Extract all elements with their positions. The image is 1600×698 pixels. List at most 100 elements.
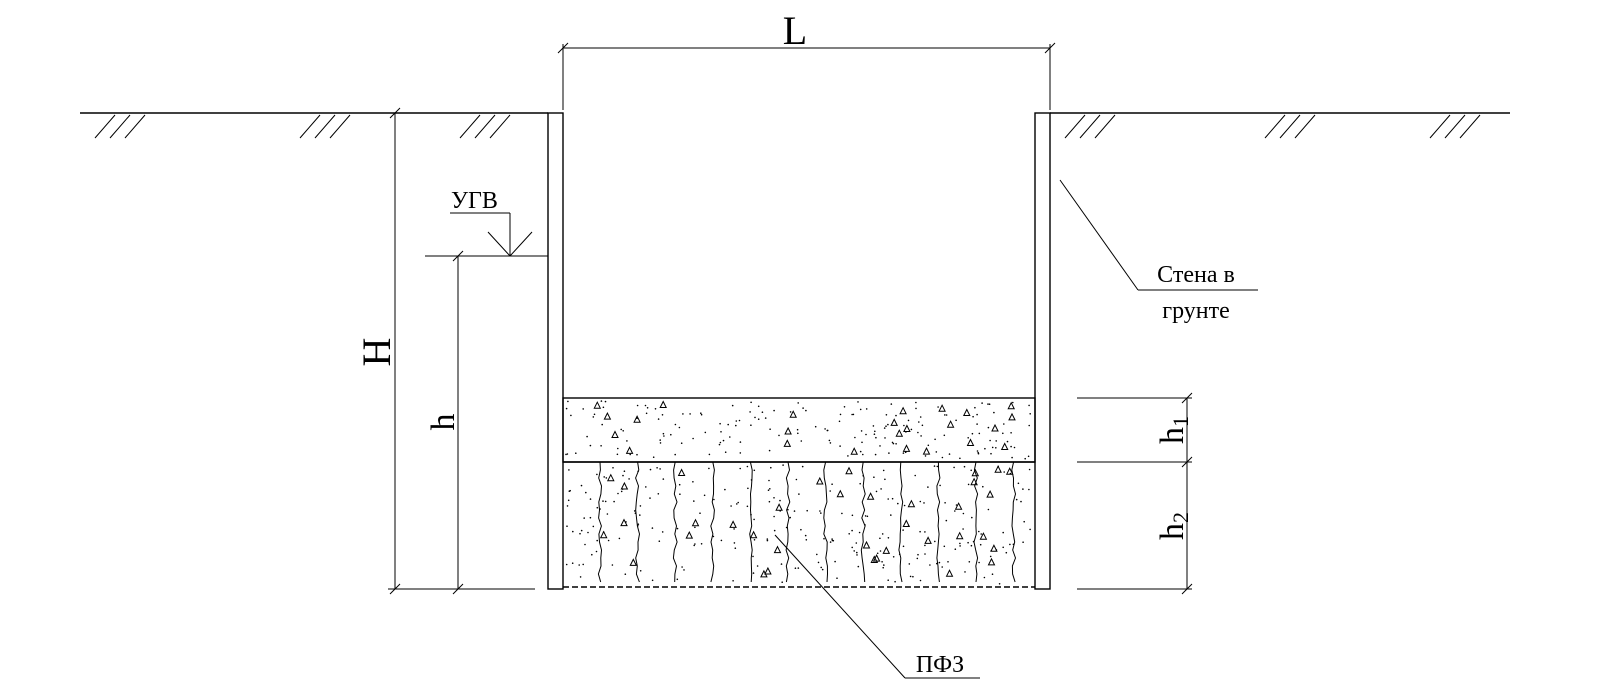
aggregate-triangle	[979, 532, 988, 540]
aggregate-triangle	[784, 426, 792, 435]
stipple-dot	[769, 428, 771, 431]
stipple-dot	[636, 404, 639, 407]
aggregate-triangle	[987, 557, 996, 566]
stipple-dot	[855, 542, 858, 544]
stipple-dot	[674, 423, 677, 426]
stipple-dot	[778, 434, 780, 437]
stipple-dot	[601, 423, 603, 426]
stipple-dot	[936, 465, 939, 468]
stipple-dot	[829, 490, 831, 492]
stipple-dot	[892, 442, 895, 445]
stipple-dot	[939, 484, 941, 487]
stipple-dot	[876, 552, 879, 555]
stipple-dot	[718, 443, 721, 446]
stipple-dot	[800, 440, 803, 442]
stipple-dot	[862, 453, 864, 456]
stipple-dot	[600, 445, 602, 447]
stipple-dot	[782, 464, 784, 466]
stipple-dot	[887, 498, 889, 500]
stipple-dot	[699, 512, 701, 514]
stipple-dot	[779, 499, 781, 502]
stipple-dot	[933, 465, 936, 467]
stipple-dot	[873, 476, 875, 479]
stipple-dot	[934, 540, 936, 543]
aggregate-triangle	[1005, 467, 1014, 475]
stipple-dot	[768, 449, 771, 452]
dimension-h1-h2: h1 h2	[1077, 392, 1193, 595]
stipple-dot	[831, 538, 833, 540]
stipple-dot	[875, 436, 877, 439]
stipple-dot	[732, 580, 734, 582]
stipple-dot	[797, 432, 799, 435]
stipple-dot	[821, 568, 824, 571]
stipple-dot	[953, 466, 955, 469]
stipple-dot	[851, 546, 853, 549]
stipple-dot	[924, 544, 926, 547]
stipple-dot	[735, 420, 738, 422]
stipple-dot	[856, 551, 858, 554]
layer-h1	[562, 397, 1036, 463]
stipple-dot	[805, 409, 807, 412]
stipple-dot	[853, 550, 855, 552]
stipple-dot	[599, 508, 601, 510]
wall-leader: Стена в грунте	[1059, 179, 1258, 324]
stipple-dot	[910, 428, 913, 431]
stipple-dot	[704, 431, 707, 434]
stipple-dot	[929, 564, 931, 566]
stipple-dot	[897, 502, 899, 505]
stipple-dot	[567, 400, 569, 403]
stipple-dot	[978, 530, 980, 533]
stipple-dot	[856, 554, 858, 556]
aggregate-triangle	[625, 446, 634, 454]
layer-h2-pfz	[563, 461, 1035, 588]
stipple-dot	[629, 453, 631, 456]
stipple-dot	[902, 529, 904, 531]
stipple-dot	[756, 565, 759, 567]
pfz-column-line	[749, 461, 753, 583]
aggregate-triangle	[895, 429, 904, 437]
stipple-dot	[658, 540, 661, 542]
stipple-dot	[993, 411, 995, 414]
stipple-dot	[596, 473, 598, 476]
stipple-dot	[596, 506, 599, 509]
stipple-dot	[1028, 468, 1031, 471]
stipple-dot	[568, 469, 570, 471]
stipple-dot	[652, 456, 655, 459]
stipple-dot	[768, 500, 771, 503]
aggregate-triangle	[691, 518, 700, 527]
stipple-dot	[860, 430, 863, 432]
stipple-dot	[874, 453, 877, 456]
stipple-dot	[854, 436, 856, 439]
aggregate-triangle	[815, 476, 824, 485]
stipple-dot	[941, 566, 943, 568]
stipple-dot	[907, 419, 910, 422]
stipple-dot	[895, 414, 897, 417]
aggregate-triangle	[990, 544, 998, 552]
stipple-dot	[839, 413, 842, 416]
stipple-dot	[700, 412, 702, 415]
stipple-dot	[898, 553, 901, 556]
stipple-dot	[955, 419, 957, 422]
stipple-dot	[693, 500, 695, 502]
stipple-dot	[972, 540, 975, 543]
stipple-dot	[565, 407, 568, 410]
stipple-dot	[602, 500, 604, 502]
stipple-dot	[1011, 456, 1013, 459]
stipple-dot	[826, 429, 829, 432]
stipple-dot	[617, 447, 619, 450]
stipple-dot	[962, 528, 964, 530]
stipple-dot	[678, 426, 681, 429]
stipple-dot	[624, 573, 627, 575]
stipple-dot	[768, 479, 770, 482]
stipple-dot	[824, 428, 826, 430]
stipple-dot	[983, 576, 986, 579]
stipple-dot	[1012, 543, 1015, 546]
stipple-dot	[954, 510, 956, 512]
stipple-dot	[834, 560, 836, 563]
aggregate-triangle	[783, 439, 792, 447]
aggregate-triangle	[677, 468, 686, 476]
stipple-dot	[1028, 488, 1030, 491]
stipple-dot	[971, 432, 974, 435]
stipple-dot	[816, 553, 818, 556]
